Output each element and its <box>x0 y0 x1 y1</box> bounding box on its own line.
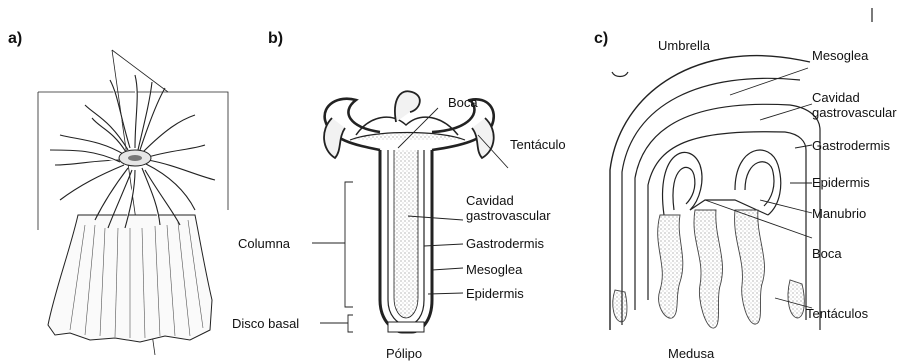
label-tentaculos: Tentáculos <box>806 306 868 321</box>
label-epidermis-polyp: Epidermis <box>466 286 524 301</box>
label-columna: Columna <box>238 236 290 251</box>
label-mesoglea-polyp: Mesoglea <box>466 262 522 277</box>
caption-polipo: Pólipo <box>386 346 422 361</box>
panel-a-label: a) <box>8 30 22 48</box>
label-cavidad-polyp: Cavidad gastrovascular <box>466 193 551 223</box>
label-boca-medusa: Boca <box>812 246 842 261</box>
label-tentaculo: Tentáculo <box>510 137 566 152</box>
anemone-drawing <box>38 50 228 355</box>
panel-b-label: b) <box>268 30 283 48</box>
label-boca-polyp: Boca <box>448 95 478 110</box>
label-epidermis-medusa: Epidermis <box>812 175 870 190</box>
caption-medusa: Medusa <box>668 346 714 361</box>
panel-c-label: c) <box>594 30 608 48</box>
label-mesoglea-medusa: Mesoglea <box>812 48 868 63</box>
label-manubrio: Manubrio <box>812 206 866 221</box>
label-gastrodermis-medusa: Gastrodermis <box>812 138 890 153</box>
label-cavidad-medusa: Cavidad gastrovascular <box>812 90 897 120</box>
label-umbrella: Umbrella <box>658 38 710 53</box>
label-gastrodermis-polyp: Gastrodermis <box>466 236 544 251</box>
medusa-drawing <box>610 56 820 330</box>
label-disco-basal: Disco basal <box>232 316 299 331</box>
